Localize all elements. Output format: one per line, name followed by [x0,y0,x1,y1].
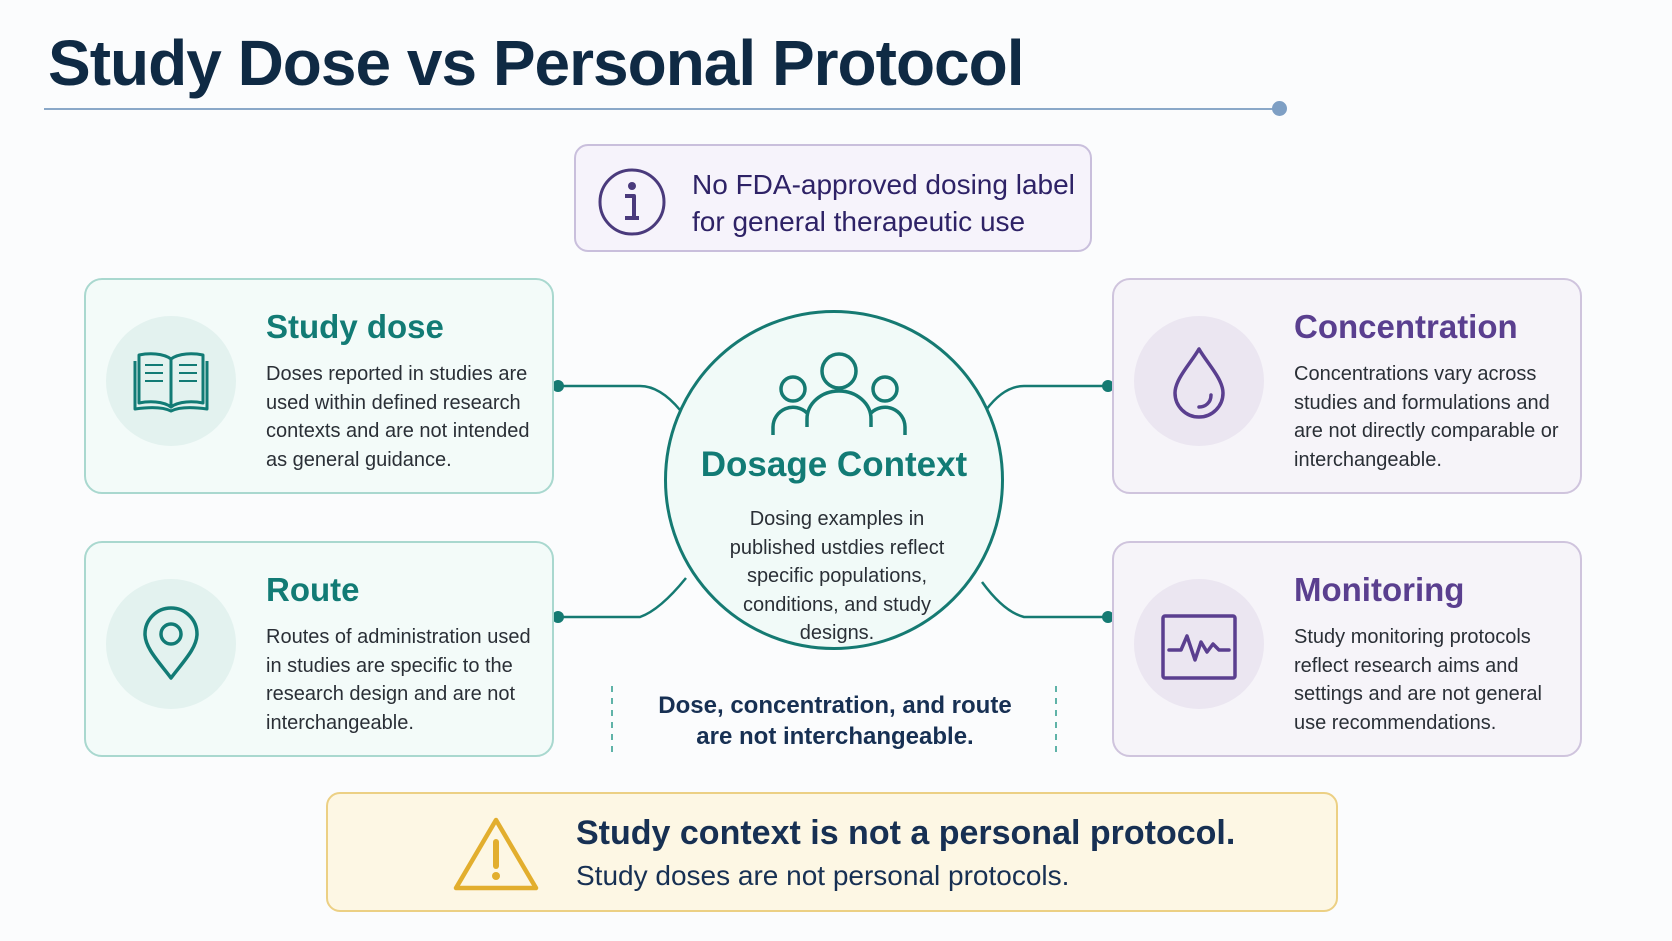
dosage-context-circle: Dosage Context Dosing examples in publis… [664,310,1004,650]
route-text: Routes of administration used in studies… [266,626,531,734]
people-group-icon [771,352,907,435]
interchangeable-note: Dose, concentration, and route are not i… [640,690,1030,752]
dosage-context-title: Dosage Context [700,445,968,484]
title-underline [44,108,1280,110]
title-underline-dot [1272,101,1287,116]
monitoring-title: Monitoring [1294,571,1465,608]
info-icon [598,168,666,236]
connector-route [558,577,687,619]
book-icon [133,352,209,413]
route-icon-circle [106,579,236,709]
concentration-text: Concentrations vary across studies and f… [1294,363,1559,471]
study-dose-title: Study dose [266,308,444,345]
concentration-card: Concentration Concentrations vary across… [1112,278,1582,494]
note-line-2: are not interchangeable. [696,723,974,750]
connector-study-dose [558,384,681,411]
dosage-context-text: Dosing examples in published ustdies ref… [729,508,945,644]
notice-line-1: No FDA-approved dosing label [692,169,1075,200]
location-pin-icon [143,606,199,680]
study-dose-text: Doses reported in studies are used withi… [266,363,530,471]
page-title: Study Dose vs Personal Protocol [48,27,1024,99]
droplet-icon [1173,347,1225,419]
warning-triangle-icon [453,817,539,891]
note-line-1: Dose, concentration, and route [658,692,1012,719]
connector-concentration [985,384,1108,411]
monitoring-icon-circle [1134,579,1264,709]
fda-notice-box: No FDA-approved dosing label for general… [574,144,1092,252]
warning-title: Study context is not a personal protocol… [576,814,1236,852]
concentration-icon-circle [1134,316,1264,446]
warning-banner: Study context is not a personal protocol… [326,792,1338,912]
study-dose-icon-circle [106,316,236,446]
connector-monitoring [980,581,1108,619]
monitoring-text: Study monitoring protocols reflect resea… [1294,626,1542,734]
monitor-waveform-icon [1161,614,1237,680]
notice-line-2: for general therapeutic use [692,206,1026,237]
warning-subtitle: Study doses are not personal protocols. [576,860,1070,891]
concentration-title: Concentration [1294,308,1518,345]
monitoring-card: Monitoring Study monitoring protocols re… [1112,541,1582,757]
study-dose-card: Study dose Doses reported in studies are… [84,278,554,494]
route-card: Route Routes of administration used in s… [84,541,554,757]
notice-text: No FDA-approved dosing label for general… [692,166,1082,240]
route-title: Route [266,571,360,608]
